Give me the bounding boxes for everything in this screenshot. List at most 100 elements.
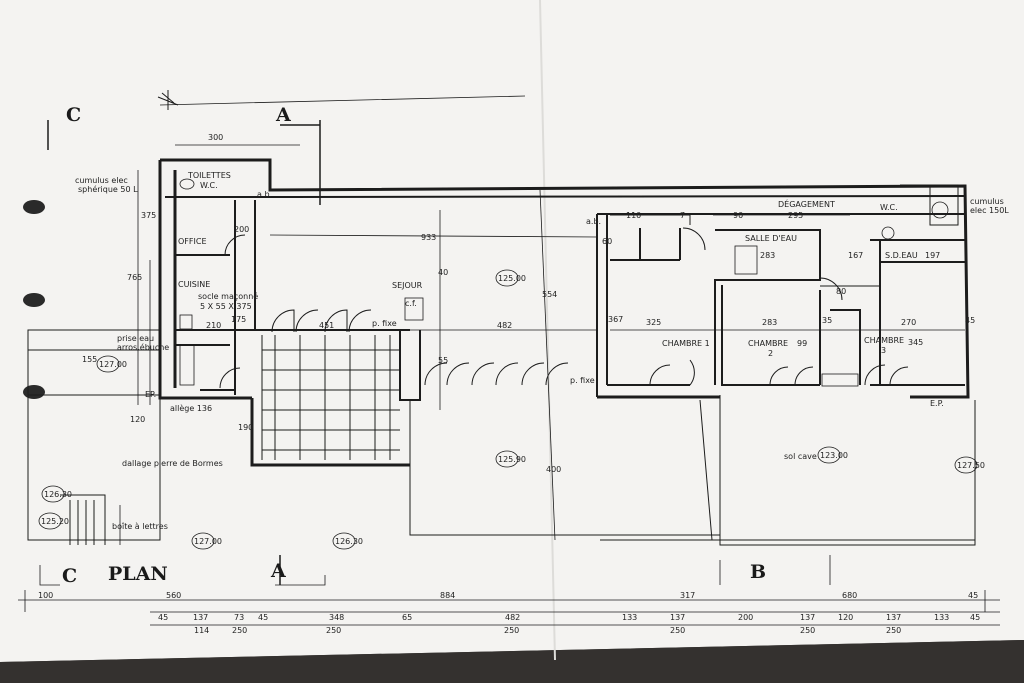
dim: 250: [800, 626, 815, 635]
room-chambre2-number: 2: [768, 349, 773, 358]
room-chambre2: CHAMBRE: [748, 339, 788, 348]
dim: 60: [602, 237, 612, 246]
note-dallage: dallage pierre de Bormes: [122, 459, 223, 468]
dim: 270: [901, 318, 916, 327]
dim: 367: [608, 315, 623, 324]
dim: 137: [670, 613, 685, 622]
binder-hole: [23, 385, 45, 399]
note-cf: c.f.: [405, 299, 417, 308]
room-wc: W.C.: [200, 181, 218, 190]
dim: 345: [908, 338, 923, 347]
dim: 73: [234, 613, 244, 622]
level-value: 126.30: [335, 537, 363, 546]
binder-hole: [23, 200, 45, 214]
dimension-chain-2: 45 137 73 45 348 65 482 133 137 200 137 …: [158, 613, 980, 622]
dim: 300: [208, 133, 223, 142]
dim: 283: [762, 318, 777, 327]
note-ab-1: a.b.: [257, 190, 272, 199]
dim: 200: [738, 613, 753, 622]
dim: 283: [760, 251, 775, 260]
dimension-lines: [18, 95, 1000, 626]
dimension-chain-1: 100 560 884 317 680 45: [38, 591, 978, 600]
dim: 120: [838, 613, 853, 622]
room-dimensions: 300 933 295 283 167 197 325 283 270 210 …: [82, 133, 975, 474]
dim: 210: [206, 321, 221, 330]
plan-title: PLAN: [108, 563, 168, 585]
room-office: OFFICE: [178, 237, 207, 246]
note-ep-right: E.P.: [930, 399, 944, 408]
room-salle-eau: SALLE D'EAU: [745, 234, 797, 243]
section-marker-b-bottom: B: [750, 561, 766, 583]
dim: 45: [968, 591, 978, 600]
dim: 348: [329, 613, 344, 622]
note-cumulus-left-2: sphérique 50 L: [78, 184, 138, 194]
level-value: 125.20: [41, 517, 69, 526]
dim: 250: [886, 626, 901, 635]
plan-notes: cumulus elec sphérique 50 L cumulus elec…: [75, 176, 1009, 531]
level-value: 125.00: [498, 274, 526, 283]
level-value: 127.00: [194, 537, 222, 546]
dim: 40: [438, 268, 448, 277]
section-cut-lines: [47, 120, 321, 585]
dim: 55: [438, 356, 448, 365]
dim: 45: [258, 613, 268, 622]
dim: 133: [622, 613, 637, 622]
dim: 933: [421, 233, 436, 242]
room-chambre1: CHAMBRE 1: [662, 339, 710, 348]
room-toilettes: TOILETTES: [187, 171, 231, 180]
dim: 765: [127, 273, 142, 282]
dim: 155: [82, 355, 97, 364]
section-marker-a-bottom: A: [270, 560, 286, 582]
dim: 120: [130, 415, 145, 424]
level-markers: 127.00 125.00 125.90 123.00 127.50 126.3…: [38, 269, 985, 550]
dim: 137: [886, 613, 901, 622]
note-prise-eau-2: arros.ébuche: [117, 342, 169, 352]
note-boite-lettres: boîte à lettres: [112, 522, 168, 531]
room-degagement: DÉGAGEMENT: [778, 198, 835, 209]
note-cumulus-right-1: cumulus: [970, 197, 1004, 206]
dim: 175: [231, 315, 246, 324]
dim: 375: [141, 211, 156, 220]
note-cumulus-left-1: cumulus elec: [75, 176, 128, 185]
dim: 80: [836, 287, 846, 296]
dim: 137: [193, 613, 208, 622]
dim: 250: [670, 626, 685, 635]
room-wc2: W.C.: [880, 203, 898, 212]
dim: 110: [626, 211, 641, 220]
room-chambre3: CHAMBRE: [864, 336, 904, 345]
note-socle-2: 5 X 55 X 375: [200, 302, 252, 311]
level-value: 123.00: [820, 451, 848, 460]
level-value: 126.30: [44, 490, 72, 499]
note-socle-1: socle maçonné: [198, 291, 258, 301]
dim: 167: [848, 251, 863, 260]
dim: 554: [542, 290, 557, 299]
dim: 190: [238, 423, 253, 432]
section-marker-c-bottom: C: [62, 565, 77, 587]
dim: 325: [646, 318, 661, 327]
dimension-chain-3: 114 250 250 250 250 250 250: [194, 626, 901, 635]
dim: 482: [505, 613, 520, 622]
note-ep-left: EP.: [145, 390, 156, 399]
level-value: 125.90: [498, 455, 526, 464]
dim: 137: [800, 613, 815, 622]
level-value: 127.50: [957, 461, 985, 470]
room-sdeau: S.D.EAU: [885, 251, 918, 260]
dim: 295: [788, 211, 803, 220]
note-prise-eau-1: prise eau: [117, 334, 154, 343]
door-swings: [219, 227, 909, 389]
dim: 317: [680, 591, 695, 600]
dim: 200: [234, 225, 249, 234]
level-value: 127.00: [99, 360, 127, 369]
dim: 7: [680, 211, 685, 220]
section-marker-a-top: A: [275, 104, 291, 126]
north-arrow-icon: [157, 90, 179, 110]
dim: 680: [842, 591, 857, 600]
dim: 482: [497, 321, 512, 330]
dim: 45: [970, 613, 980, 622]
dim: 197: [925, 251, 940, 260]
note-p-fixe-2: p. fixe: [570, 376, 595, 385]
paper: [0, 0, 1024, 662]
room-cuisine: CUISINE: [178, 280, 210, 289]
dim: 45: [158, 613, 168, 622]
